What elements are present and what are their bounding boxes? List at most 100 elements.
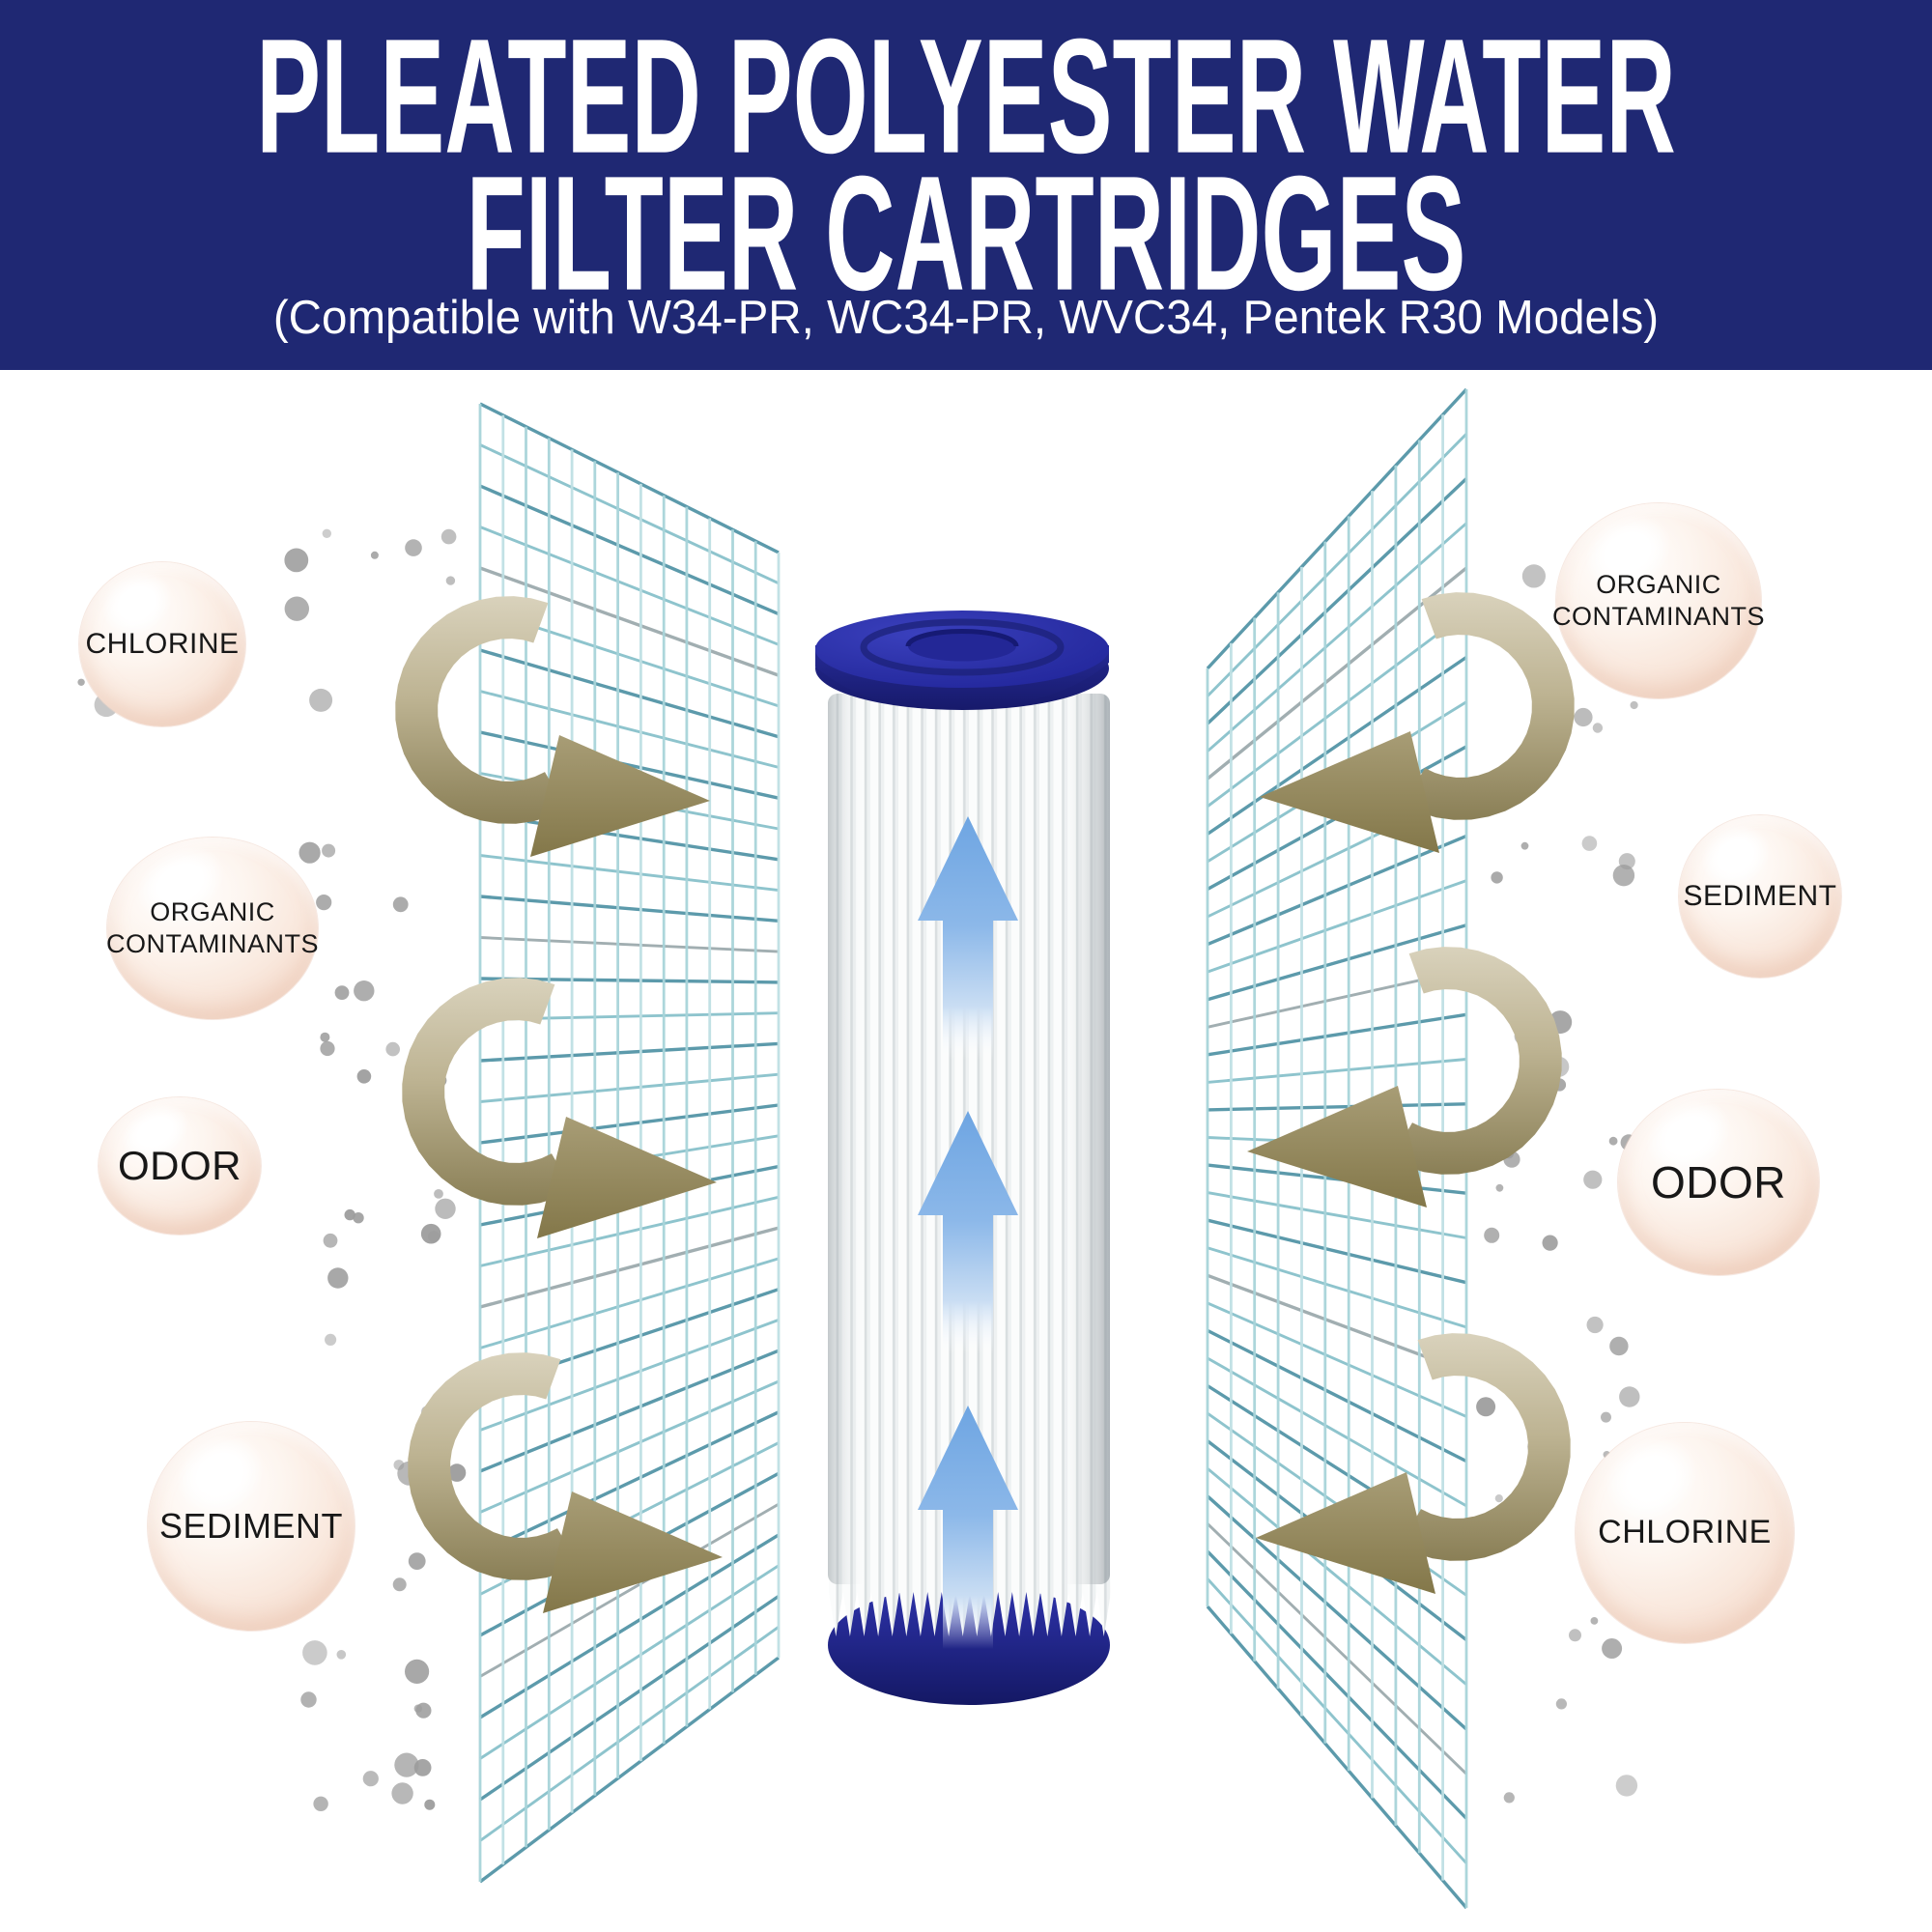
particle-dot [435, 1198, 456, 1220]
title-line-2: FILTER CARTRIDGES [466, 142, 1466, 325]
swoosh-ribbon [408, 1352, 579, 1580]
mesh-line-horizontal [479, 1103, 780, 1145]
mesh-line-horizontal [479, 443, 780, 585]
particle-dot [1555, 1698, 1567, 1710]
swoosh-ribbon [1391, 947, 1562, 1175]
particle-dot [394, 1752, 419, 1777]
particle-dot [1603, 1451, 1611, 1459]
mesh-line-horizontal [1206, 433, 1468, 697]
particle-dot [313, 1796, 328, 1812]
swoosh-arrowhead [1260, 731, 1439, 853]
mesh-line-horizontal [1207, 1012, 1467, 1057]
particle-dot [354, 980, 375, 1002]
left-mesh-screen [478, 402, 781, 1884]
particle-dot [1618, 1529, 1640, 1551]
particle-dot [1491, 871, 1503, 884]
mesh-line-horizontal [479, 1379, 780, 1514]
mesh-line-horizontal [1207, 1058, 1467, 1084]
particle-dot [284, 548, 309, 573]
particle-dot [405, 1659, 430, 1684]
particle-dot [309, 688, 333, 712]
particle-dot [316, 895, 332, 911]
mesh-line-horizontal [479, 1349, 780, 1473]
particle-dot [391, 1782, 413, 1804]
mesh-line-horizontal [1207, 1301, 1467, 1418]
particle-dot [1634, 607, 1643, 615]
particle-dot [320, 1032, 330, 1042]
particle-dot [362, 1771, 379, 1787]
particle-dot [1583, 1170, 1603, 1189]
particle-dot [356, 1069, 372, 1084]
upward-flow-arrow [918, 816, 1018, 1060]
particle-dot [1619, 1386, 1640, 1407]
particle-dot [1615, 1775, 1638, 1797]
mesh-line-horizontal [1206, 477, 1468, 725]
particle-dot [408, 1552, 426, 1570]
swoosh-arrowhead [543, 1492, 723, 1613]
particle-dot [1476, 1397, 1496, 1417]
particle-dot [1503, 1792, 1515, 1804]
particle-dot [334, 985, 350, 1000]
particle-dot [94, 693, 119, 718]
particle-dot [405, 539, 422, 556]
flow-swoosh-arrow [1256, 1333, 1571, 1594]
particle-dot [370, 551, 379, 559]
cap-groove-ring [860, 618, 1065, 676]
mesh-line-horizontal [479, 566, 780, 677]
particle-dot [344, 1208, 355, 1221]
mesh-line-horizontal [479, 1502, 780, 1678]
swoosh-ribbon [1404, 592, 1575, 820]
particle-dot [392, 1577, 407, 1592]
mesh-line-horizontal [479, 526, 780, 646]
swoosh-ribbon [395, 596, 566, 824]
mesh-line-horizontal [479, 1257, 780, 1350]
mesh-line-horizontal [479, 1594, 780, 1802]
mesh-line-horizontal [479, 402, 780, 554]
particle-dot [320, 1040, 335, 1057]
particle-dot [440, 528, 457, 545]
particle-dot [1571, 598, 1585, 612]
mesh-line-horizontal [1207, 1191, 1467, 1239]
particle-dot [428, 1231, 440, 1242]
mesh-line-horizontal [1207, 923, 1467, 1002]
mesh-line-horizontal [1206, 387, 1468, 670]
particle-dot [322, 528, 331, 538]
particle-dot [1609, 1336, 1629, 1356]
mesh-line-horizontal [1207, 655, 1467, 836]
mesh-line-horizontal [479, 1533, 780, 1719]
flow-swoosh-arrow [1247, 947, 1562, 1208]
mesh-line-horizontal [1207, 522, 1467, 753]
swoosh-ribbon [1400, 1333, 1571, 1561]
particle-dot [1592, 723, 1604, 733]
particle-dot [1602, 1638, 1623, 1659]
mesh-line-horizontal [479, 1041, 780, 1063]
upward-flow-arrow [918, 1406, 1018, 1649]
mesh-line-horizontal [479, 1626, 780, 1842]
mesh-line-horizontal [479, 854, 780, 893]
particle-dot [298, 841, 321, 864]
particle-dot [1484, 1227, 1500, 1243]
particle-dot [300, 1691, 317, 1708]
mesh-line-horizontal [1207, 1273, 1467, 1374]
mesh-line-horizontal [479, 1195, 780, 1267]
mesh-line-horizontal [479, 1410, 780, 1555]
particle-dot [1581, 836, 1598, 851]
subtitle-compatibility: (Compatible with W34-PR, WC34-PR, WVC34,… [272, 292, 1660, 344]
particle-dot [323, 1233, 338, 1248]
mesh-line-horizontal [1207, 834, 1467, 947]
particle-dot [1574, 707, 1593, 727]
particle-dot [322, 843, 336, 858]
header-banner: PLEATED POLYESTER WATER FILTER CARTRIDGE… [0, 0, 1932, 370]
flow-swoosh-arrow [408, 1352, 723, 1613]
particle-dot [1630, 700, 1638, 710]
swoosh-arrowhead [1247, 1086, 1427, 1208]
cap-hole-shadow [905, 629, 1019, 647]
particle-dot [413, 1704, 422, 1713]
swoosh-arrowhead [537, 1117, 717, 1238]
mesh-line-horizontal [1207, 1328, 1467, 1463]
particle-dot [1494, 1494, 1503, 1503]
particle-dot [1618, 539, 1626, 547]
swoosh-ribbon [402, 978, 573, 1206]
particle-dot [1569, 1629, 1581, 1642]
mesh-line-horizontal [479, 1072, 780, 1103]
